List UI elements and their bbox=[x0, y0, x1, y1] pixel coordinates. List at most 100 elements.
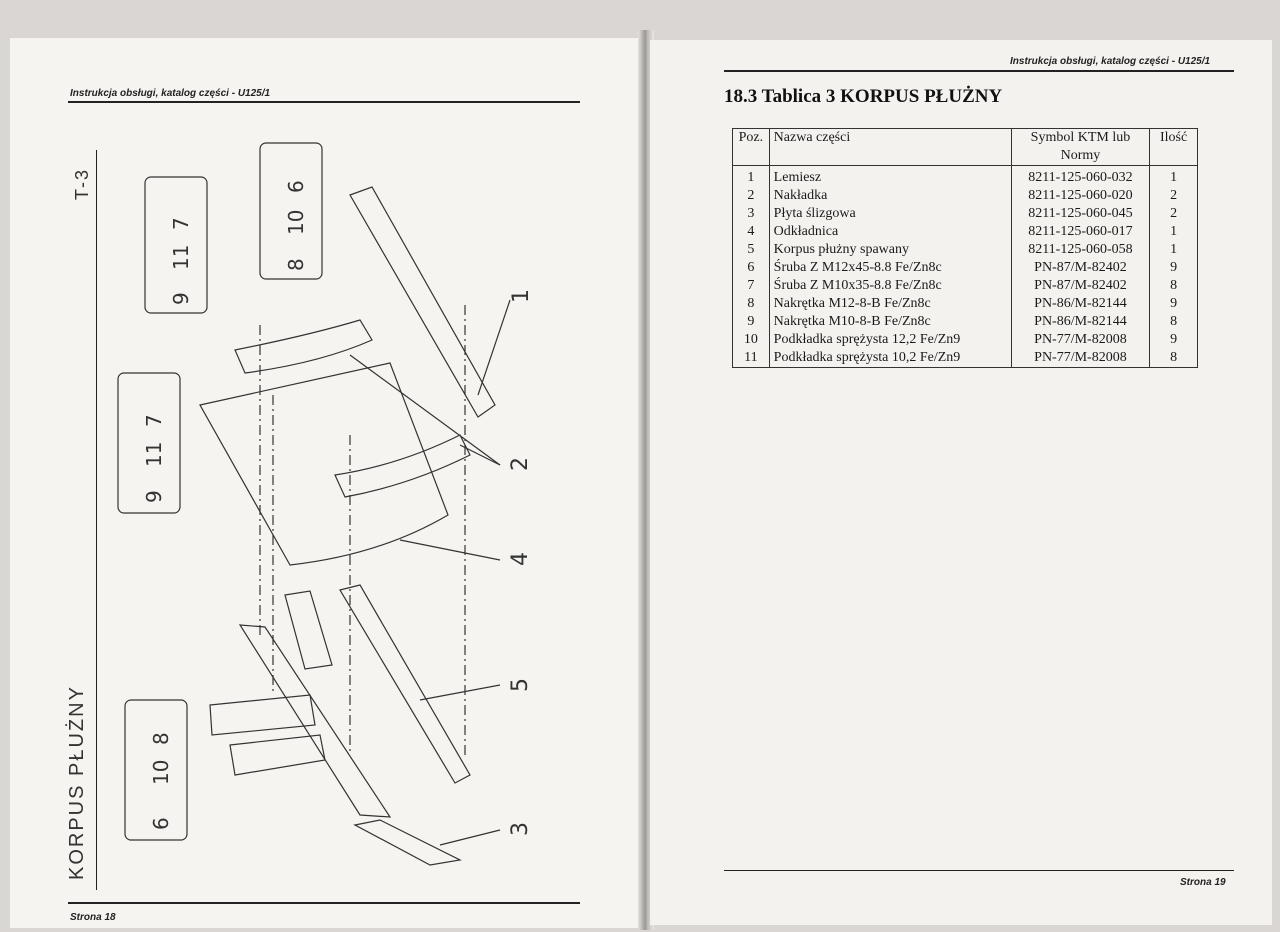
group1-label-a: 9 bbox=[169, 292, 193, 305]
parts-table: Poz. Nazwa części Symbol KTM lub Normy I… bbox=[732, 128, 1198, 368]
leader-2b bbox=[459, 444, 501, 466]
cell-qty: 9 bbox=[1149, 331, 1198, 349]
fastener-box-1 bbox=[144, 176, 208, 314]
cell-qty: 2 bbox=[1149, 205, 1198, 223]
cell-symbol: 8211-125-060-058 bbox=[1010, 241, 1151, 259]
right-running-head: Instrukcja obsługi, katalog części - U12… bbox=[1010, 56, 1211, 67]
right-header-rule bbox=[724, 70, 1234, 72]
cell-symbol: PN-77/M-82008 bbox=[1010, 349, 1151, 368]
part-2-plate-b bbox=[334, 434, 471, 498]
col-header-pos: Poz. bbox=[732, 128, 770, 166]
cell-name: Nakrętka M10-8-B Fe/Zn8c bbox=[768, 313, 1012, 331]
cell-name: Podkładka sprężysta 12,2 Fe/Zn9 bbox=[768, 331, 1012, 349]
part-5-frame-beam bbox=[238, 624, 392, 818]
group1-label-b: 11 bbox=[169, 245, 193, 270]
cell-qty: 2 bbox=[1149, 187, 1198, 205]
callout-5: 5 bbox=[508, 678, 533, 692]
part-5-crossbar bbox=[209, 694, 316, 736]
cell-name: Podkładka sprężysta 10,2 Fe/Zn9 bbox=[768, 349, 1012, 368]
fastener-box-4 bbox=[124, 699, 188, 841]
cell-pos: 11 bbox=[732, 349, 770, 368]
fastener-box-3 bbox=[117, 372, 181, 514]
group4-label-a: 6 bbox=[149, 817, 173, 830]
cell-qty: 8 bbox=[1149, 349, 1198, 368]
cell-pos: 5 bbox=[732, 241, 770, 259]
group4-label-c: 8 bbox=[149, 732, 173, 745]
cell-qty: 1 bbox=[1149, 223, 1198, 241]
cell-pos: 9 bbox=[732, 313, 770, 331]
leader-4 bbox=[399, 539, 501, 561]
cell-symbol: PN-77/M-82008 bbox=[1010, 331, 1151, 349]
part-1-share bbox=[349, 186, 496, 418]
leader-1 bbox=[477, 299, 511, 396]
part-5-frame-beam-2 bbox=[339, 584, 471, 784]
group1-label-c: 7 bbox=[169, 217, 193, 230]
cell-qty: 8 bbox=[1149, 313, 1198, 331]
leader-3 bbox=[439, 829, 501, 846]
cell-name: Korpus płużny spawany bbox=[768, 241, 1012, 259]
cell-pos: 1 bbox=[732, 165, 770, 187]
part-5-crossbar-2 bbox=[229, 734, 326, 776]
cell-name: Nakrętka M12-8-B Fe/Zn8c bbox=[768, 295, 1012, 313]
section-title: 18.3 Tablica 3 KORPUS PŁUŻNY bbox=[724, 86, 1003, 107]
cell-pos: 10 bbox=[732, 331, 770, 349]
cell-symbol: PN-86/M-82144 bbox=[1010, 313, 1151, 331]
group3-label-a: 9 bbox=[142, 490, 166, 503]
left-page bbox=[10, 38, 642, 928]
leader-5 bbox=[419, 684, 501, 701]
cell-name: Płyta ślizgowa bbox=[768, 205, 1012, 223]
part-3-slide-plate bbox=[353, 819, 462, 866]
callout-2: 2 bbox=[508, 457, 533, 471]
cell-pos: 7 bbox=[732, 277, 770, 295]
cell-pos: 3 bbox=[732, 205, 770, 223]
callout-3: 3 bbox=[508, 822, 533, 836]
part-5-rib bbox=[284, 590, 333, 670]
fastener-box-2 bbox=[259, 142, 323, 280]
callout-1: 1 bbox=[509, 289, 534, 303]
cell-symbol: 8211-125-060-017 bbox=[1010, 223, 1151, 241]
cell-name: Nakładka bbox=[768, 187, 1012, 205]
col-header-qty: Ilość bbox=[1149, 128, 1198, 166]
cell-symbol: 8211-125-060-032 bbox=[1010, 165, 1151, 187]
part-2-plate-a bbox=[234, 319, 373, 374]
cell-symbol: PN-87/M-82402 bbox=[1010, 259, 1151, 277]
cell-symbol: PN-86/M-82144 bbox=[1010, 295, 1151, 313]
cell-name: Śruba Z M12x45-8.8 Fe/Zn8c bbox=[768, 259, 1012, 277]
cell-pos: 6 bbox=[732, 259, 770, 277]
part-4-mouldboard bbox=[199, 362, 449, 566]
group3-label-b: 11 bbox=[142, 442, 166, 467]
exploded-parts-diagram: 1 2 4 5 3 9 11 7 8 10 6 9 11 7 6 10 8 bbox=[117, 142, 534, 866]
table-header-row: Poz. Nazwa części Symbol KTM lub Normy I… bbox=[732, 128, 1198, 166]
cell-pos: 4 bbox=[732, 223, 770, 241]
cell-name: Śruba Z M10x35-8.8 Fe/Zn8c bbox=[768, 277, 1012, 295]
left-footer-rule bbox=[68, 902, 580, 904]
cell-qty: 9 bbox=[1149, 259, 1198, 277]
cell-qty: 9 bbox=[1149, 295, 1198, 313]
group2-label-b: 10 bbox=[284, 210, 308, 235]
cell-pos: 2 bbox=[732, 187, 770, 205]
cell-pos: 8 bbox=[732, 295, 770, 313]
col-header-symbol: Symbol KTM lub Normy bbox=[1010, 128, 1151, 166]
left-header-rule bbox=[68, 101, 580, 103]
col-header-name: Nazwa części bbox=[768, 128, 1012, 166]
cell-symbol: 8211-125-060-045 bbox=[1010, 205, 1151, 223]
left-footer-page-number: Strona 18 bbox=[70, 912, 116, 923]
cell-symbol: 8211-125-060-020 bbox=[1010, 187, 1151, 205]
right-footer-page-number: Strona 19 bbox=[1180, 877, 1226, 888]
leader-2a bbox=[349, 354, 501, 466]
group4-label-b: 10 bbox=[149, 760, 173, 785]
cell-qty: 8 bbox=[1149, 277, 1198, 295]
callout-4: 4 bbox=[508, 552, 533, 566]
cell-name: Lemiesz bbox=[768, 165, 1012, 187]
